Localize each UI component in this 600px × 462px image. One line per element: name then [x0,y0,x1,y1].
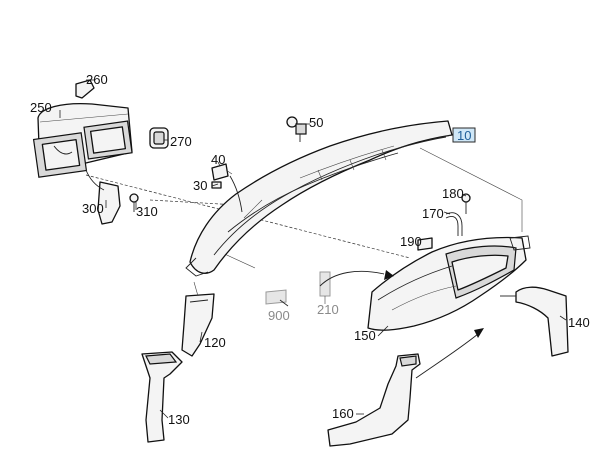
label-260[interactable]: 260 [86,72,108,87]
label-250[interactable]: 250 [30,100,52,115]
label-270[interactable]: 270 [170,134,192,149]
part-270-seal [149,127,169,149]
part-130-vertical-duct [141,351,183,443]
part-150-main-duct [367,235,531,331]
assembly-arrows [319,270,484,379]
part-160-bottom-duct [327,353,421,447]
part-120-lower-duct [181,281,215,357]
part-140-side-duct [500,286,569,357]
label-310[interactable]: 310 [136,204,158,219]
part-number-labels: 10 50 40 30 260 250 270 300 310 120 130 … [30,72,590,427]
label-10[interactable]: 10 [457,128,471,143]
part-40-clip [211,163,233,181]
part-50-bolt [286,116,307,142]
label-120[interactable]: 120 [204,335,226,350]
part-210-connector [319,271,331,304]
part-190-clip [417,237,433,251]
label-160[interactable]: 160 [332,406,354,421]
label-40[interactable]: 40 [211,152,225,167]
label-210[interactable]: 210 [317,302,339,317]
label-30[interactable]: 30 [193,178,207,193]
part-180-screw [461,193,471,214]
label-50[interactable]: 50 [309,115,323,130]
part-300-bracket [85,169,121,225]
part-30-fastener [211,175,243,213]
label-180[interactable]: 180 [442,186,464,201]
part-260-clip [75,79,95,99]
part-310-screw [129,193,139,212]
label-150[interactable]: 150 [354,328,376,343]
label-130[interactable]: 130 [168,412,190,427]
part-170-hose [445,212,463,236]
label-170[interactable]: 170 [422,206,444,221]
label-300[interactable]: 300 [82,201,104,216]
label-leaders [59,110,567,419]
part-250-air-box [32,102,133,178]
label-190[interactable]: 190 [400,234,422,249]
label-900[interactable]: 900 [268,308,290,323]
label-140[interactable]: 140 [568,315,590,330]
part-10-highlight-box [452,127,476,143]
part-10-upper-duct [185,120,453,277]
